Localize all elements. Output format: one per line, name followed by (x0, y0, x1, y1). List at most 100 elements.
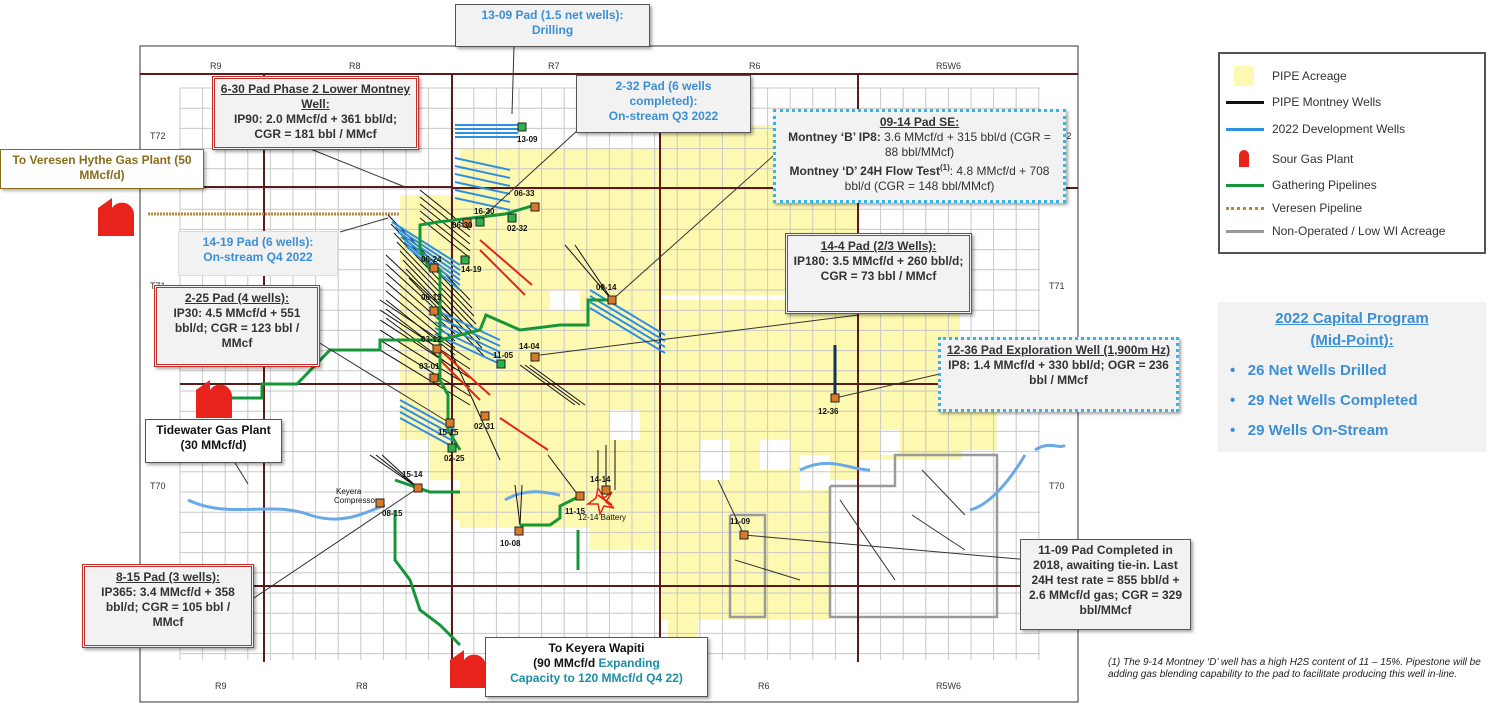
development-well (400, 236, 461, 281)
pad-marker (496, 359, 506, 369)
montney-well (449, 349, 501, 461)
legend-item-veresen: Veresen Pipeline (1224, 198, 1362, 218)
nonop-well (921, 469, 966, 516)
montney-well (369, 454, 419, 489)
range-label-top: R7 (548, 61, 560, 71)
pad-label: 11-15 (565, 507, 586, 516)
montney-well (564, 244, 613, 301)
callout-title: 2-25 Pad (4 wells): (184, 291, 290, 305)
legend-item-acreage: PIPE Acreage (1224, 66, 1347, 86)
development-well (454, 181, 511, 195)
montney-well (379, 349, 471, 406)
nonop-well (717, 479, 745, 536)
montney-well (547, 454, 579, 496)
nonop-acreage (728, 453, 999, 619)
pad-label: 09-14 (596, 283, 617, 292)
capital-subtitle: (Mid-Point): (1310, 332, 1394, 349)
pad-marker (429, 373, 439, 383)
callout-body: IP365: 3.4 MMcf/d + 358 bbl/d; CGR = 105… (101, 585, 235, 629)
range-label-top: R6 (749, 61, 761, 71)
nonop-well (911, 514, 966, 551)
range-label-top: R9 (210, 61, 222, 71)
pad-marker (460, 255, 470, 265)
pad-marker (601, 485, 611, 495)
nonop-line-swatch (1226, 230, 1264, 233)
development-well (399, 411, 456, 443)
pad-label: 14-14 (590, 475, 611, 484)
gathering-pipeline (393, 510, 462, 647)
montney-well (381, 454, 419, 489)
callout-2-25: 2-25 Pad (4 wells): IP30: 4.5 MMcf/d + 5… (154, 285, 320, 367)
montney-well (396, 241, 477, 325)
pad-marker (445, 418, 455, 428)
pad-marker (507, 213, 517, 223)
development-well (454, 173, 511, 187)
label-keyera-wapiti: To Keyera Wapiti (90 MMcf/d Expanding Ca… (485, 637, 708, 697)
tidewater-plant-icon (196, 380, 232, 418)
montney-well (379, 339, 471, 397)
development-well (391, 221, 461, 266)
plant-label-line1: To Keyera Wapiti (548, 641, 645, 655)
montney-well (524, 364, 581, 406)
development-well (434, 327, 501, 359)
legend-label: 2022 Development Wells (1272, 122, 1406, 136)
callout-title: 13-09 Pad (1.5 net wells): (481, 8, 624, 22)
pad-label: 14-19 (461, 265, 482, 274)
township-label: T70 (150, 481, 166, 491)
gathering-pipeline (394, 478, 460, 494)
pad-label: 02-32 (507, 224, 528, 233)
callout-body: IP30: 4.5 MMcf/d + 551 bbl/d; CGR = 123 … (173, 306, 301, 350)
range-label-top: R5W6 (936, 61, 961, 71)
montney-well (519, 364, 576, 406)
legend-item-nonop: Non-Operated / Low WI Acreage (1224, 221, 1445, 241)
capital-item: • 29 Wells On-Stream (1230, 422, 1389, 439)
map-legend: PIPE Acreage PIPE Montney Wells 2022 Dev… (1218, 52, 1486, 254)
montney-well (419, 203, 471, 245)
callout-body: IP8: 1.4 MMcf/d + 330 bbl/d; OGR = 236 b… (948, 358, 1169, 387)
pad-label: 03-01 (419, 362, 440, 371)
callout-09-14: 09-14 Pad SE: Montney ‘B’ IP8: 3.6 MMcf/… (773, 109, 1066, 203)
montney-well (574, 244, 613, 301)
rivers (187, 443, 1067, 521)
montney-well (529, 364, 586, 406)
township-label: T71 (1049, 281, 1065, 291)
callout-line2-label: Montney ‘D’ 24H Flow Test (789, 164, 940, 178)
callout-12-36: 12-36 Pad Exploration Well (1,900m Hz) I… (938, 337, 1179, 412)
pad-marker (429, 306, 439, 316)
callout-leader (339, 217, 389, 233)
montney-well (385, 272, 456, 335)
township-grid (140, 73, 1078, 662)
pad-label: 11-05 (493, 351, 514, 360)
callout-body: IP180: 3.5 MMcf/d + 260 bbl/d; CGR = 73 … (793, 254, 964, 283)
callout-13-09: 13-09 Pad (1.5 net wells): Drilling (455, 4, 650, 47)
pad-label: 02-31 (474, 422, 495, 431)
callout-leader (834, 372, 945, 399)
montney-well (408, 277, 485, 357)
red-well (597, 494, 613, 506)
township-label: T72 (150, 131, 166, 141)
pad-marker (429, 263, 439, 273)
keyera-compressor-label: Compressor (334, 496, 378, 505)
pad-marker (375, 498, 385, 508)
pad-label: 13-09 (517, 135, 538, 144)
development-well (434, 309, 501, 341)
gathering-pipeline (520, 494, 581, 527)
callout-title: 6-30 Pad Phase 2 Lower Montney Well: (220, 82, 411, 111)
battery-label: 12-14 Battery (578, 513, 626, 522)
development-well (434, 315, 501, 347)
callout-6-30: 6-30 Pad Phase 2 Lower Montney Well: IP9… (212, 76, 419, 150)
callout-title: 14-19 Pad (6 wells): (202, 235, 314, 249)
callout-line2-value: : 4.8 MMcf/d + 708 bbl/d (CGR = 148 bbl/… (844, 164, 1050, 193)
pad-label: 10-08 (500, 539, 521, 548)
pad-label: 15-14 (402, 470, 423, 479)
red-well (479, 239, 533, 286)
plant-label-line3: Capacity to 120 MMcf/d Q4 22) (510, 671, 683, 685)
callout-leader (307, 147, 406, 188)
callout-body: On-stream Q3 2022 (608, 109, 719, 123)
legend-item-gathering: Gathering Pipelines (1224, 175, 1377, 195)
range-label-bottom: R9 (215, 681, 227, 691)
montney-well (419, 196, 471, 238)
legend-label: Non-Operated / Low WI Acreage (1272, 224, 1446, 238)
callout-title: 2-32 Pad (6 wells completed): (615, 79, 712, 108)
callout-body: 11-09 Pad Completed in 2018, awaiting ti… (1028, 543, 1183, 617)
